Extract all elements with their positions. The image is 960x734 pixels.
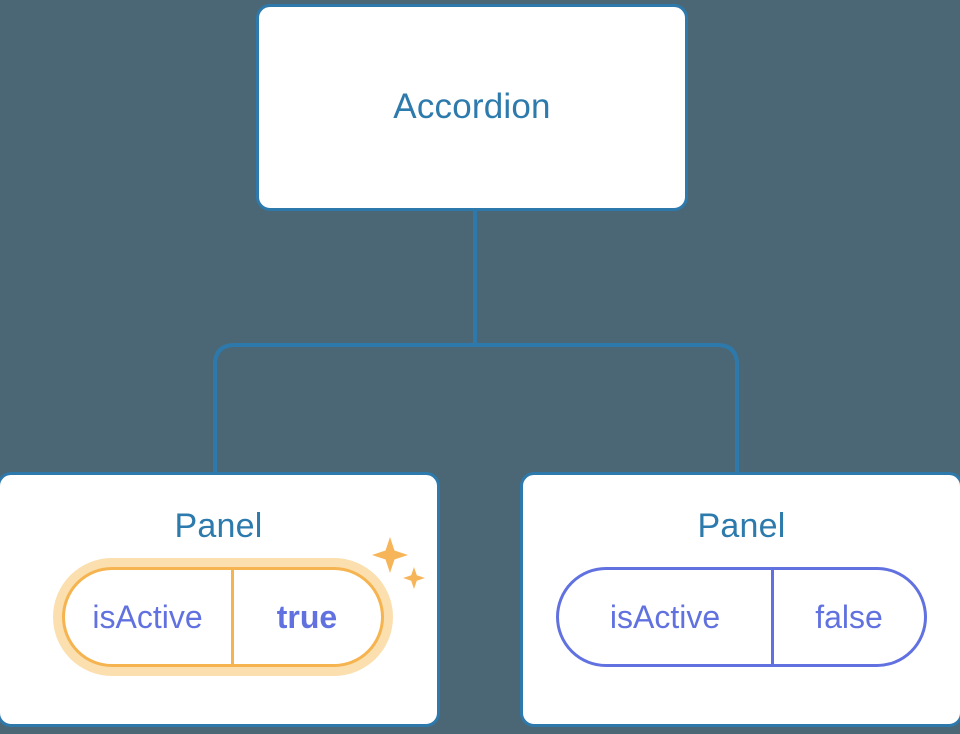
prop-value: true xyxy=(230,570,381,665)
connector-branch-right xyxy=(475,343,739,474)
tree-node-accordion[interactable]: Accordion xyxy=(256,4,688,211)
prop-value: false xyxy=(771,570,924,665)
tree-node-panel-2[interactable]: Panel isActive false xyxy=(520,472,960,727)
prop-key: isActive xyxy=(92,598,203,635)
prop-pill[interactable]: isActive true xyxy=(61,567,384,668)
node-title: Accordion xyxy=(393,87,551,127)
prop-pill[interactable]: isActive false xyxy=(556,567,927,668)
tree-node-panel-1[interactable]: Panel isActive true xyxy=(0,472,440,727)
node-title: Panel xyxy=(697,507,786,545)
prop-key: isActive xyxy=(609,598,721,635)
prop-pill-plain: isActive false xyxy=(556,567,927,668)
prop-pill-highlighted: isActive true xyxy=(61,537,425,668)
connector-branch-left xyxy=(213,343,475,474)
node-title: Panel xyxy=(174,507,263,545)
